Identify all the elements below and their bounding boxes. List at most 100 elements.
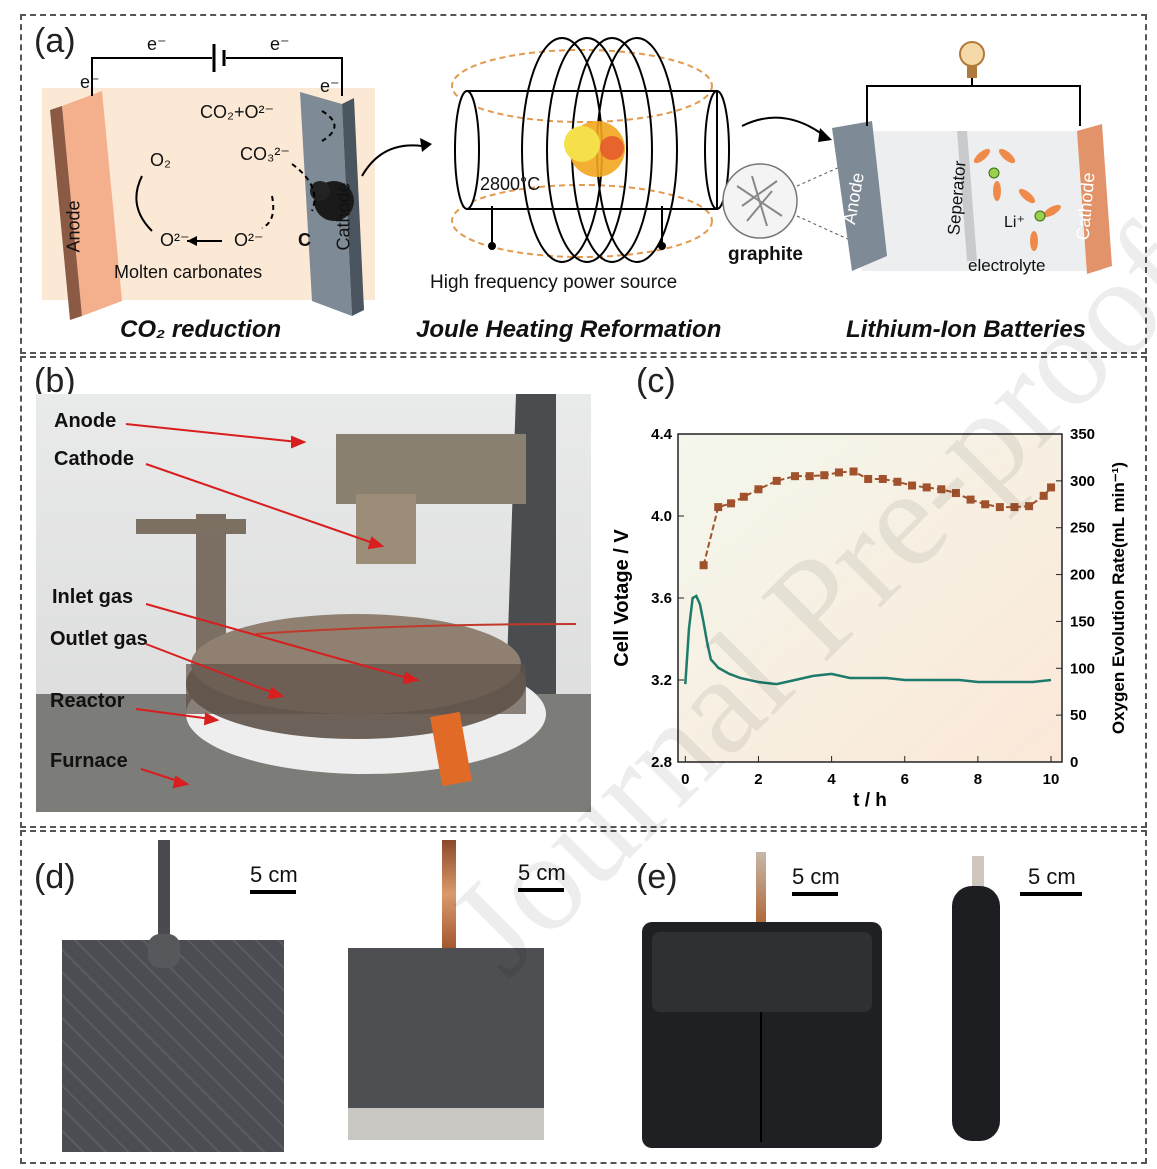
x-axis-label: t / h bbox=[853, 790, 887, 811]
medium-label: Molten carbonates bbox=[114, 262, 263, 282]
scale-bar-e1 bbox=[792, 892, 838, 896]
y2-tick-label: 100 bbox=[1070, 660, 1095, 677]
caption-joule-heating: Joule Heating Reformation bbox=[416, 316, 722, 343]
caption-co2-reduction: CO₂ reduction bbox=[120, 316, 282, 343]
electron-label: e⁻ bbox=[80, 72, 100, 92]
electrode-photo-used bbox=[348, 840, 544, 1140]
oxygen-data-point bbox=[922, 483, 931, 492]
electron-label: e⁻ bbox=[270, 34, 290, 54]
oxygen-data-point bbox=[908, 481, 917, 490]
oxygen-data-point bbox=[1047, 483, 1056, 492]
electrode-photo-clean bbox=[62, 840, 284, 1152]
x-tick-label: 8 bbox=[974, 771, 982, 788]
li-ion-label: Li⁺ bbox=[1004, 214, 1025, 231]
scale-label-d2: 5 cm bbox=[518, 860, 566, 885]
annotation-anode: Anode bbox=[54, 410, 117, 432]
oxygen-data-point bbox=[1039, 491, 1048, 500]
annotation-arrows bbox=[125, 423, 420, 789]
panel-label-a: (a) bbox=[34, 22, 76, 60]
temperature-label: 2800°C bbox=[480, 174, 541, 194]
panel-de: (d) (e) 5 cm 5 cm 5 cm 5 cm bbox=[20, 830, 1147, 1164]
electron-label: e⁻ bbox=[320, 76, 340, 96]
y2-tick-label: 0 bbox=[1070, 754, 1078, 771]
oxygen-data-point bbox=[699, 561, 708, 570]
scale-bar-d1 bbox=[250, 890, 296, 894]
y-tick-label: 2.8 bbox=[651, 754, 672, 771]
oxygen-data-point bbox=[820, 471, 829, 480]
carbon-deposit-photo-front bbox=[642, 852, 882, 1152]
carbonate-label: CO₃²⁻ bbox=[240, 144, 290, 164]
scale-bar-d2 bbox=[518, 888, 564, 892]
oxygen-data-point bbox=[791, 472, 800, 481]
y-tick-label: 4.4 bbox=[651, 426, 673, 443]
scale-bar-e2 bbox=[1020, 892, 1082, 896]
oxygen-data-point bbox=[951, 489, 960, 498]
panel-bc: (b) Anode Cathode Inlet gas bbox=[20, 356, 1147, 828]
annotation-furnace: Furnace bbox=[50, 750, 128, 772]
y2-tick-label: 200 bbox=[1070, 567, 1095, 584]
oxygen-data-point bbox=[981, 500, 990, 509]
y-tick-label: 4.0 bbox=[651, 508, 672, 525]
oxygen-data-point bbox=[1010, 503, 1019, 512]
annotation-reactor: Reactor bbox=[50, 690, 125, 712]
x-tick-label: 10 bbox=[1043, 771, 1060, 788]
oxygen-data-point bbox=[849, 467, 858, 476]
y-tick-label: 3.2 bbox=[651, 672, 672, 689]
y2-axis-label: Oxygen Evolution Rate(mL min⁻¹) bbox=[1109, 462, 1128, 734]
panel-label-c: (c) bbox=[636, 362, 676, 400]
reaction-label: CO₂+O²⁻ bbox=[200, 102, 274, 122]
panel-a: (a) bbox=[20, 14, 1147, 354]
y2-tick-label: 300 bbox=[1070, 473, 1095, 490]
oxygen-data-point bbox=[739, 492, 748, 501]
scale-label-d1: 5 cm bbox=[250, 862, 298, 887]
electron-label: e⁻ bbox=[147, 34, 167, 54]
panel-label-e: (e) bbox=[636, 858, 678, 896]
graphite-label: graphite bbox=[728, 244, 803, 265]
carbon-deposit-photo-side bbox=[942, 856, 1012, 1146]
anode-plate bbox=[62, 91, 122, 316]
x-tick-label: 6 bbox=[901, 771, 909, 788]
scale-label-e1: 5 cm bbox=[792, 864, 840, 889]
y-axis-label: Cell Votage / V bbox=[611, 529, 633, 667]
oxygen-data-point bbox=[714, 503, 723, 512]
bulb-icon bbox=[959, 41, 985, 67]
oxygen-data-point bbox=[893, 477, 902, 486]
electrolyte-label: electrolyte bbox=[968, 256, 1046, 275]
oxygen-data-point bbox=[878, 474, 887, 483]
oxygen-data-point bbox=[754, 485, 763, 494]
panel-label-b: (b) bbox=[34, 362, 76, 400]
o2-label: O₂ bbox=[150, 150, 171, 170]
oxide-label: O²⁻ bbox=[234, 230, 264, 250]
carbon-label: C bbox=[298, 230, 311, 250]
annotation-cathode: Cathode bbox=[54, 448, 134, 470]
x-tick-label: 2 bbox=[754, 771, 762, 788]
voltage-series-line bbox=[684, 594, 1052, 686]
oxygen-data-point bbox=[937, 485, 946, 494]
y2-tick-label: 250 bbox=[1070, 520, 1095, 537]
panel-label-d: (d) bbox=[34, 858, 76, 896]
y2-tick-label: 150 bbox=[1070, 613, 1095, 630]
plot-area bbox=[677, 433, 1063, 763]
oxygen-data-point bbox=[834, 468, 843, 477]
x-tick-label: 4 bbox=[827, 771, 836, 788]
annotation-outlet-gas: Outlet gas bbox=[50, 628, 148, 650]
oxygen-data-point bbox=[772, 476, 781, 485]
oxygen-data-point bbox=[864, 474, 873, 483]
oxygen-data-point bbox=[805, 472, 814, 481]
oxygen-data-point bbox=[995, 503, 1004, 512]
y2-tick-label: 50 bbox=[1070, 707, 1087, 724]
y-tick-label: 3.6 bbox=[651, 590, 672, 607]
schematic-a bbox=[42, 37, 1112, 320]
oxygen-data-point bbox=[1025, 502, 1034, 511]
oxygen-data-point bbox=[966, 495, 975, 504]
caption-li-batteries: Lithium-Ion Batteries bbox=[846, 316, 1087, 343]
oxygen-data-point bbox=[727, 499, 736, 508]
oxide-label: O²⁻ bbox=[160, 230, 190, 250]
x-tick-label: 0 bbox=[681, 771, 689, 788]
scale-label-e2: 5 cm bbox=[1028, 864, 1076, 889]
anode-label: Anode bbox=[63, 200, 84, 253]
reactor-photo bbox=[36, 394, 591, 812]
cathode-label: Cathode bbox=[333, 182, 354, 251]
y2-tick-label: 350 bbox=[1070, 426, 1095, 443]
power-source-label: High frequency power source bbox=[430, 272, 678, 293]
